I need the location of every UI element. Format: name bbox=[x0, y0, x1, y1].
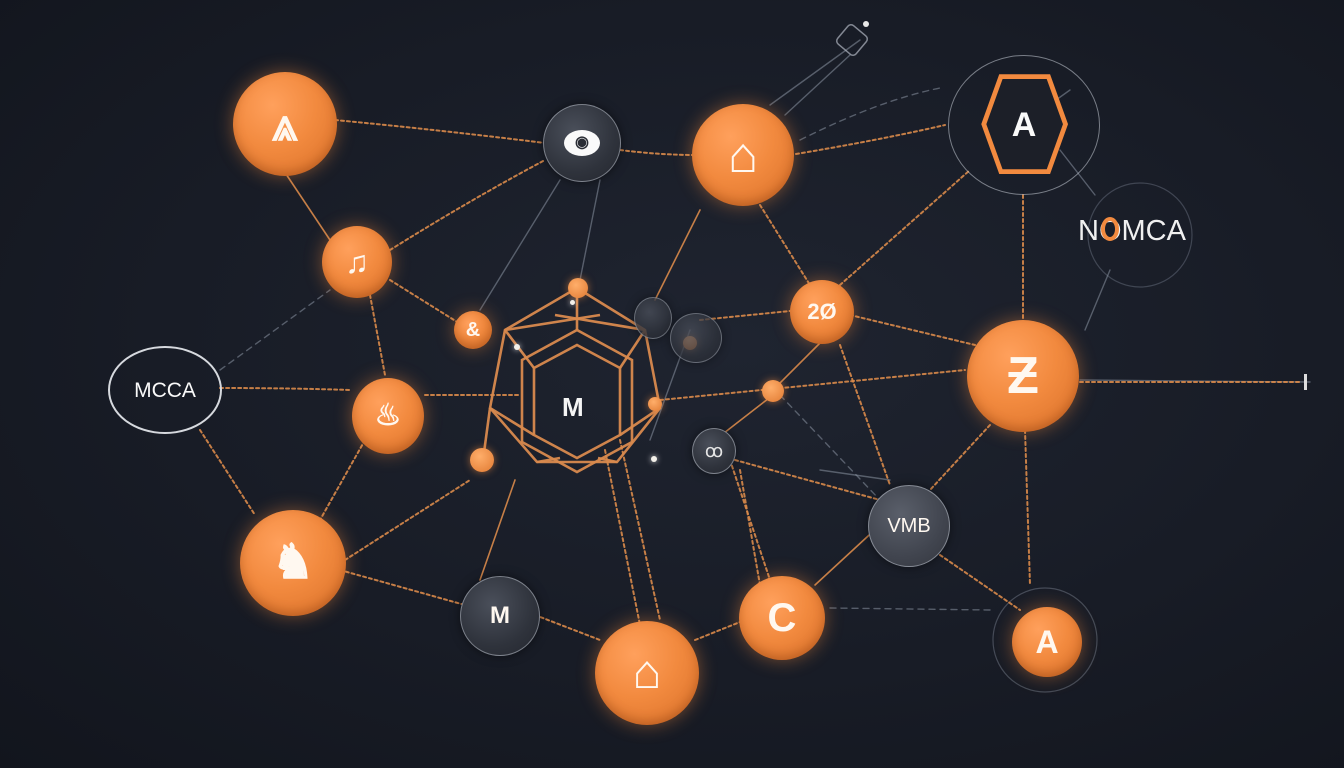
letter-c-icon: C bbox=[767, 596, 797, 640]
network-node-17[interactable]: A bbox=[1012, 607, 1082, 677]
connector-dot bbox=[470, 448, 494, 472]
letter-m-label: M bbox=[490, 602, 510, 629]
nomca-o-ring bbox=[1101, 217, 1119, 241]
network-node-9[interactable]: 2Ø bbox=[790, 280, 854, 344]
house-icon: ⌂ bbox=[632, 646, 662, 699]
music-note-icon: ♫ bbox=[345, 244, 369, 280]
network-node-dark-small-2[interactable] bbox=[670, 313, 722, 363]
network-node-3[interactable]: ⌂ bbox=[692, 104, 794, 206]
network-node-dark-small[interactable] bbox=[634, 297, 672, 339]
connector-dot bbox=[514, 344, 520, 350]
network-node-1[interactable]: ⩓ bbox=[233, 72, 337, 176]
connector-dot bbox=[570, 300, 575, 305]
glyph-20-icon: 2Ø bbox=[807, 299, 837, 324]
figure-icon: ♨ bbox=[374, 399, 402, 432]
network-node-7-mcca-badge[interactable]: MCCA bbox=[108, 346, 222, 434]
network-node-15[interactable]: ⌂ bbox=[595, 621, 699, 725]
glyph-z-icon: Ƶ bbox=[1007, 347, 1039, 405]
network-node-5[interactable]: ♫ bbox=[322, 226, 392, 298]
connector-dot bbox=[651, 456, 657, 462]
network-node-4[interactable]: A bbox=[948, 55, 1100, 195]
hexagon-badge-icon bbox=[981, 74, 1069, 175]
mcca-label: MCCA bbox=[134, 378, 196, 402]
ampersand-icon: & bbox=[465, 319, 481, 341]
connector-dot bbox=[648, 397, 662, 411]
mountain-a-icon: ⩓ bbox=[272, 98, 298, 150]
network-node-13[interactable]: ♞ bbox=[240, 510, 346, 616]
connector-dot bbox=[568, 278, 588, 298]
vmb-label: VMB bbox=[887, 515, 931, 537]
animal-icon: ♞ bbox=[271, 536, 315, 589]
network-node-8[interactable]: ♨ bbox=[352, 378, 424, 454]
network-node-14[interactable]: M bbox=[460, 576, 540, 656]
network-node-16[interactable]: C bbox=[739, 576, 825, 660]
top-right-hex-letter: A bbox=[1011, 106, 1037, 144]
network-node-10[interactable]: Ƶ bbox=[967, 320, 1079, 432]
loop-icon: ꝏ bbox=[704, 441, 724, 461]
nomca-label: NOMCA bbox=[1078, 215, 1186, 247]
bag-icon: ⌂ bbox=[727, 127, 759, 183]
network-node-2[interactable]: ◉ bbox=[543, 104, 621, 182]
orange-edges bbox=[199, 119, 1301, 641]
eye-icon: ◉ bbox=[564, 130, 600, 156]
network-node-11[interactable]: ꝏ bbox=[692, 428, 736, 474]
grey-edges bbox=[219, 21, 1311, 693]
network-node-6[interactable]: & bbox=[454, 311, 492, 349]
central-hub-label: M bbox=[562, 392, 584, 422]
network-node-12-vmb[interactable]: VMB bbox=[868, 485, 950, 567]
letter-a-label: A bbox=[1035, 624, 1059, 660]
connector-dot bbox=[762, 380, 784, 402]
